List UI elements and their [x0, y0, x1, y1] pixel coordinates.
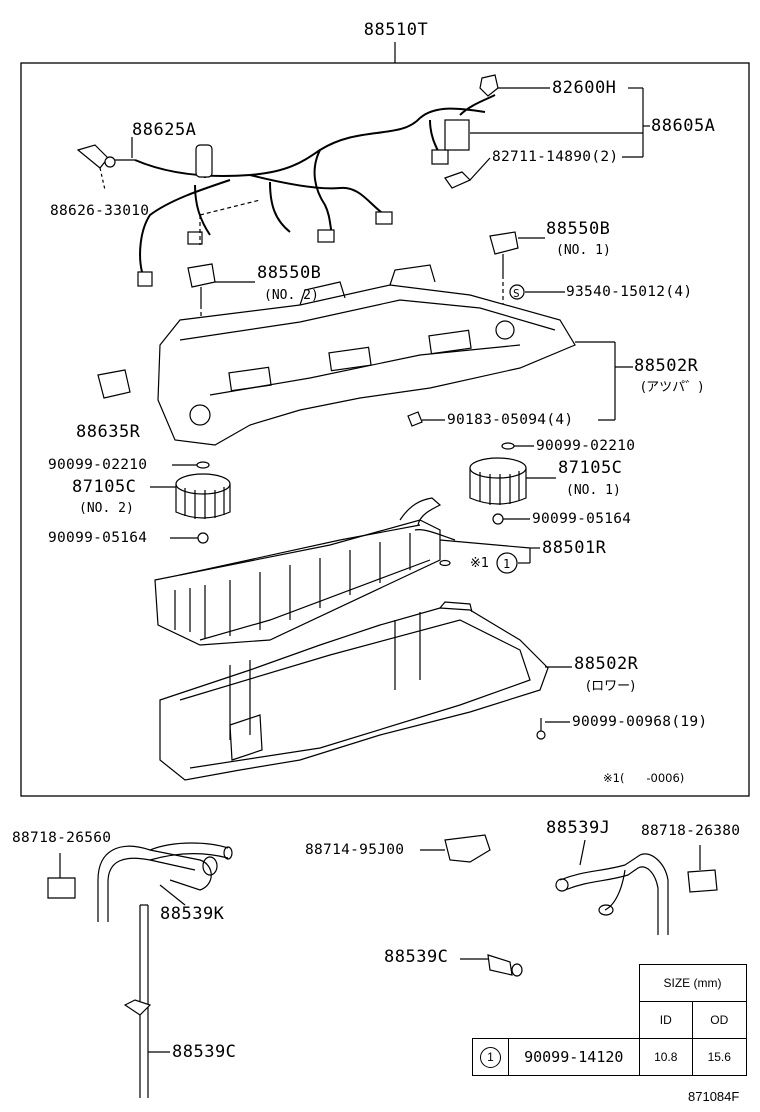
oring-marked [439, 559, 451, 567]
leader-88539K [159, 884, 186, 906]
part-number-88539C-fitting: 88539C [384, 947, 449, 967]
harness-connector [317, 229, 335, 243]
evaporator-88501R [154, 497, 456, 646]
nut-right [492, 513, 504, 525]
part-number-88625A: 88625A [132, 120, 197, 140]
nut-left [197, 532, 209, 544]
part-number-87105C-no2: 87105C [72, 477, 137, 497]
clamp-88718-26560 [47, 877, 76, 899]
size-row-od: 15.6 [692, 1038, 747, 1076]
lower-case-88502R [159, 601, 549, 781]
size-header: SIZE (mm) [638, 964, 747, 1002]
note-mark: ※1 [470, 556, 490, 571]
assembly-frame [20, 62, 750, 797]
part-number-88626: 88626-33010 [50, 203, 150, 219]
part-number-88502R-lower: 88502R [574, 654, 639, 674]
part-number-88635R: 88635R [76, 422, 141, 442]
harness-connector [431, 149, 449, 165]
clamp-88718-26380 [687, 869, 718, 893]
leader-82711 [469, 157, 491, 181]
fan-87105C-no1 [469, 457, 527, 505]
part-number-90099-00968: 90099-00968(19) [572, 714, 708, 730]
part-number-90099-02210-left: 90099-02210 [48, 457, 148, 473]
size-od-header: OD [692, 1001, 747, 1039]
part-number-88539K: 88539K [160, 904, 225, 924]
part-number-93540: 93540-15012(4) [566, 284, 693, 300]
part-number-90099-02210-right: 90099-02210 [536, 438, 636, 454]
tube-88539C-a [123, 904, 152, 1098]
hose-88539K [97, 842, 233, 922]
label-upper: (アツパ゛) [641, 380, 704, 395]
part-number-88502R-upper: 88502R [634, 356, 699, 376]
sensor-88550B-no1 [489, 231, 519, 325]
svg-text:1: 1 [503, 557, 510, 571]
harness-connector [137, 271, 153, 287]
hose-size-table: SIZE (mm) ID OD 1 90099-14120 10.8 15.6 [472, 964, 747, 1076]
part-number-88718-26560: 88718-26560 [12, 830, 112, 846]
production-date-note: ※1( -0006) [603, 771, 685, 785]
leader-88539J [579, 839, 586, 866]
part-number-88718-26380: 88718-26380 [641, 823, 741, 839]
svg-text:S: S [513, 287, 520, 300]
fan-87105C-no2 [175, 473, 231, 519]
harness-connector [375, 211, 393, 225]
part-number-88501R: 88501R [542, 538, 607, 558]
clip-82600H [479, 74, 499, 97]
screw-93540-icon [509, 284, 525, 300]
label-no1-fan: (NO. 1) [566, 483, 621, 498]
connector-88635R [97, 369, 131, 399]
harness-connector [195, 144, 213, 178]
harness-connector [444, 119, 470, 151]
oring-right [501, 442, 515, 450]
clamp-82711 [444, 171, 472, 189]
fitting-88539C-b [487, 954, 523, 977]
size-row-id: 10.8 [638, 1038, 693, 1076]
part-number-82600H: 82600H [552, 78, 617, 98]
label-no2-fan: (NO. 2) [79, 501, 134, 516]
screw-90183 [407, 411, 423, 427]
part-number-90099-05164-right: 90099-05164 [532, 511, 632, 527]
part-number-88550B-no1: 88550B [546, 219, 611, 239]
assembly-part-number: 88510T [363, 20, 429, 40]
size-row-part: 90099-14120 [508, 1038, 640, 1076]
harness-connector [187, 231, 203, 245]
clip-88714 [444, 834, 491, 863]
hose-88539J [555, 853, 669, 935]
part-number-88539C-tube: 88539C [172, 1042, 237, 1062]
part-number-88550B-no2: 88550B [257, 263, 322, 283]
size-row-key: 1 [472, 1038, 509, 1076]
part-number-90183: 90183-05094(4) [447, 412, 574, 428]
upper-case-88502R [157, 264, 576, 446]
circle-1-marker [496, 552, 518, 574]
part-number-87105C-no1: 87105C [558, 458, 623, 478]
label-no1-sensor: (NO. 1) [556, 243, 611, 258]
part-number-90099-05164-left: 90099-05164 [48, 530, 148, 546]
sensor-88625A [76, 144, 135, 191]
size-id-header: ID [638, 1001, 693, 1039]
part-number-88605A: 88605A [651, 116, 716, 136]
part-number-88539J: 88539J [546, 818, 611, 838]
label-no2-sensor: (NO. 2) [264, 288, 319, 303]
oring-left [196, 461, 210, 469]
figure-number: 871084F [688, 1089, 740, 1104]
part-number-82711: 82711-14890(2) [492, 149, 619, 165]
part-number-88714: 88714-95J00 [305, 842, 405, 858]
label-lower: (ロワー) [586, 679, 636, 694]
